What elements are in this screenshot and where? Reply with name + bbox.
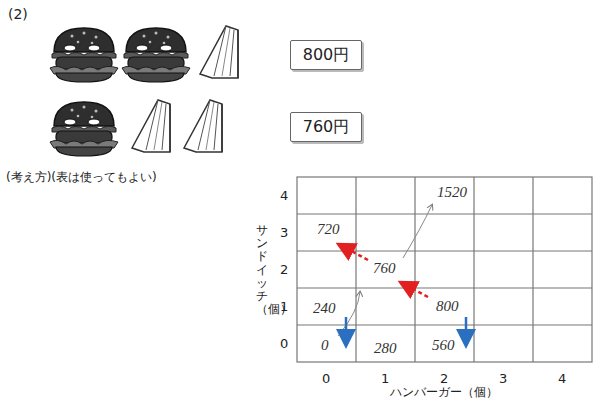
price-text: 760円 [303,117,350,138]
axis-tick: 2 [440,371,448,386]
price-box: 800円 [290,40,362,70]
instruction-note: (考え方)(表は使ってもよい) [6,169,157,186]
item-number: (2) [8,6,28,22]
axis-tick: 3 [280,225,288,240]
table-cell: 240 [313,300,336,317]
axis-tick: 1 [280,299,288,314]
table-cell: 0 [321,337,329,354]
axis-tick: 3 [499,371,507,386]
table-cell: 280 [374,340,397,357]
table-cell: 800 [436,298,459,315]
price-text: 800円 [303,45,350,66]
table-cell: 720 [317,221,340,238]
axis-title: ハンバーガー（個） [390,384,498,399]
price-box: 760円 [290,112,362,142]
table-cell: 1520 [437,184,467,201]
axis-tick: 0 [322,371,330,386]
axis-tick: 4 [558,371,566,386]
table-cell: 760 [373,260,396,277]
axis-tick: 4 [280,188,288,203]
axis-tick: 1 [381,371,389,386]
axis-tick: 2 [280,262,288,277]
axis-title: サンドイッチ（個） [256,224,268,316]
table-cell: 560 [432,337,455,354]
axis-tick: 0 [280,336,288,351]
